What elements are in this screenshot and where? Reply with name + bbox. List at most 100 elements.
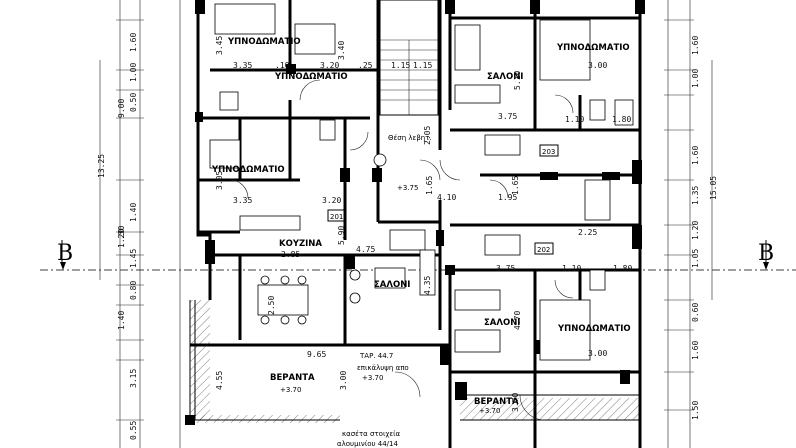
dim-410: 4.10 [437,193,456,202]
sofa-icon [454,289,501,311]
dim-180b: 1.80 [613,264,632,273]
dim-left-050: 0.50 [129,93,138,112]
dim-335b: 3.35 [233,196,252,205]
dim-left-055: 0.55 [129,421,138,440]
wc-icon [589,269,606,291]
room-label-living: ΣΑΛΟΝΙ [484,318,520,328]
cassette-note-2: αλουμινίου 44/14 [337,440,398,448]
sofa-icon [389,229,426,251]
apartment-number: 201 [330,213,343,221]
dim-965: 9.65 [307,350,326,359]
cassette-note: κασέτα στοιχεία [342,430,401,438]
dim-300c: 3.00 [588,349,607,358]
door-swings [229,79,574,421]
room-label-veranda: ΒΕΡΑΝΤΑ [474,397,519,407]
wc-icon [589,99,606,121]
dim-300a: 3.00 [339,371,348,390]
level-marker-tap: +3.70 [362,374,383,382]
dim-455: 4.55 [215,371,224,390]
dim-right-105: 1.05 [691,249,700,268]
dim-left-145: 1.45 [129,249,138,268]
dim-340: 3.40 [337,41,346,60]
dim-left-160: 1.60 [129,33,138,52]
dim-225: 2.25 [578,228,597,237]
dim-370: 3.70 [511,393,520,412]
dim-205: 2.05 [423,126,432,145]
dim-375a: 3.75 [498,112,517,121]
dim-470: 4.70 [513,311,522,330]
bed-icon [209,139,241,169]
right-dimension-chain: 1.60 1.00 1.60 15.05 1.35 1.20 1.05 0.60… [664,0,718,448]
dim-345: 3.45 [215,36,224,55]
dim-320b: 3.20 [322,196,341,205]
bed-icon [539,19,591,81]
section-mark-left: B [57,240,73,270]
washbasin-icon [319,119,336,141]
room-label-bedroom: ΥΠΝΟΔΩΜΑΤΙΟ [211,165,285,175]
dim-320a: 3.20 [320,61,339,70]
dim-180a: 1.80 [612,115,631,124]
dim-right-120: 1.20 [691,221,700,240]
apartment-number: 203 [542,148,555,156]
dim-305: 3.05 [215,171,224,190]
dim-left-140b: 1.40 [117,311,126,330]
level-marker-veranda-right: +3.70 [479,407,500,415]
room-label-bedroom: ΥΠΝΟΔΩΜΑΤΙΟ [556,43,630,53]
furniture [209,3,634,361]
sofa-icon [419,249,436,296]
dim-010: .10 [275,61,290,70]
sofa-icon [454,84,501,104]
boiler-label: Θέση λεβητ. [388,134,432,142]
dim-195: 1.95 [498,193,517,202]
dim-right-150: 1.50 [691,401,700,420]
room-label-veranda: ΒΕΡΑΝΤΑ [270,373,315,383]
dim-left-900: 9.00 [117,99,126,118]
dim-left-1325: 13.25 [97,154,106,178]
inner-dimensions: 3.45 3.35 3.20 3.40 3.35 3.20 3.05 2.85 … [215,36,632,412]
dim-025: .25 [358,61,373,70]
section-label-left: B [57,241,73,266]
dim-110a: 1.10 [565,115,584,124]
dim-300b: 3.00 [588,61,607,70]
boiler-icon [373,153,387,167]
level-marker-stair: +3.75 [397,184,418,192]
level-marker-veranda-left: +3.70 [280,386,301,394]
kitchen-counter-icon [239,215,301,231]
sofa-icon [454,329,501,353]
room-label-kitchen: ΚΟΥΖΙΝΑ [279,239,322,249]
shaft-note: επικάλυψη απο [357,364,409,372]
apartment-tag-201: 201 [327,209,347,222]
bed-icon [294,23,336,55]
dim-left-315: 3.15 [129,369,138,388]
wc-icon [219,91,239,111]
dim-335a: 3.35 [233,61,252,70]
room-label-living: ΣΑΛΟΝΙ [374,280,410,290]
dim-left-080: 0.80 [129,281,138,300]
dim-right-1505: 15.05 [709,176,718,200]
dim-165a: 1.65 [425,176,434,195]
dim-475: 4.75 [356,245,375,254]
dim-435: 4.35 [423,276,432,295]
section-label-right: B [758,241,774,266]
veranda-railing-bottom [190,415,340,423]
dim-250: 2.50 [267,296,276,315]
dim-510: 5.10 [513,71,522,90]
left-dimension-chain: 1.60 1.00 9.00 0.50 13.25 1.40 1.20 1.45… [97,0,181,448]
dim-165b: 1.65 [511,176,520,195]
room-label-bedroom: ΥΠΝΟΔΩΜΑΤΙΟ [274,72,348,82]
kitchen-counter-icon [584,179,611,221]
dim-285: 2.85 [281,250,300,259]
bed-icon [214,3,276,35]
dim-right-135: 1.35 [691,186,700,205]
apartment-tag-202: 202 [534,242,554,255]
dim-right-060: 0.60 [691,303,700,322]
sofa-icon [454,24,481,71]
dim-right-100: 1.00 [691,69,700,88]
apartment-number: 202 [537,246,550,254]
dim-left-100: 1.00 [129,63,138,82]
dining-table-icon [257,284,309,316]
apartment-tag-203: 203 [539,144,559,157]
coffee-table-icon [374,267,406,289]
dining-table-icon [484,234,521,256]
